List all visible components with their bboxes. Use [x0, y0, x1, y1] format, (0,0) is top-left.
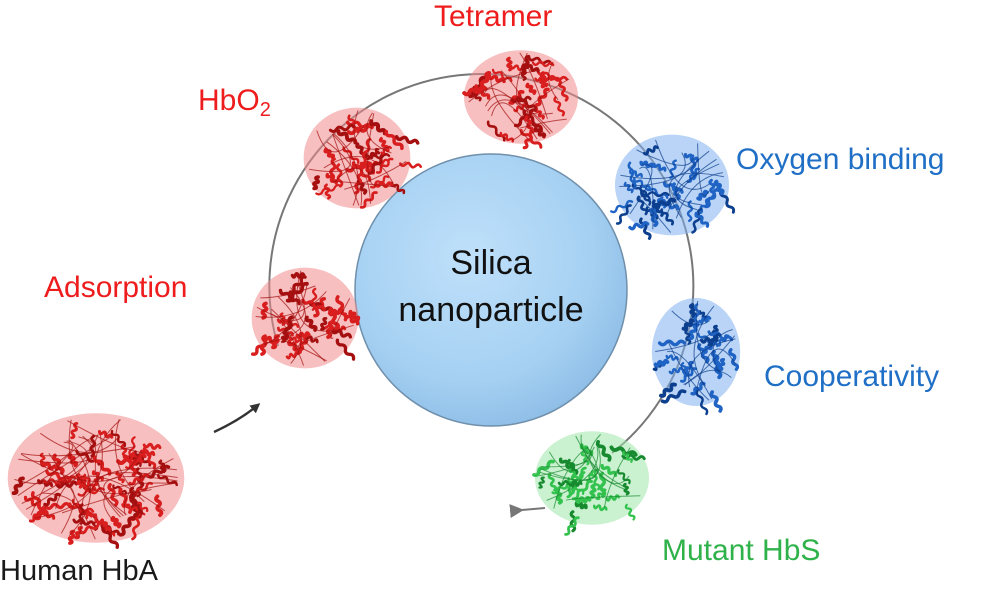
- tetramer-protein: [462, 50, 579, 150]
- adsorption-arrow: [213, 403, 261, 434]
- hbo2-label-subscript: 2: [259, 99, 271, 121]
- cooperativity-label: Cooperativity: [764, 360, 940, 393]
- nanoparticle-label: Silica nanoparticle: [376, 240, 606, 334]
- oxygen-binding-label: Oxygen binding: [736, 143, 945, 176]
- adsorption-label: Adsorption: [44, 271, 188, 304]
- hbo2-label: HbO2: [198, 84, 271, 121]
- human-hba-label: Human HbA: [0, 555, 158, 587]
- human-hba-protein: [7, 413, 185, 549]
- nanoparticle-label-line1: Silica: [450, 244, 532, 282]
- hbo2-protein: [303, 107, 422, 209]
- adsorption-protein: [251, 267, 361, 369]
- silica-nanoparticle: [354, 153, 628, 427]
- nanoparticle-label-line2: nanoparticle: [398, 290, 584, 329]
- hbo2-label-main: HbO: [198, 84, 260, 117]
- mutant-hbs-protein: [532, 431, 650, 536]
- mutant-arrow: [509, 504, 546, 519]
- oxygen-binding-protein: [610, 134, 736, 240]
- mutant-hbs-label: Mutant HbS: [662, 534, 821, 567]
- tetramer-label: Tetramer: [434, 0, 553, 33]
- cooperativity-protein: [651, 298, 741, 416]
